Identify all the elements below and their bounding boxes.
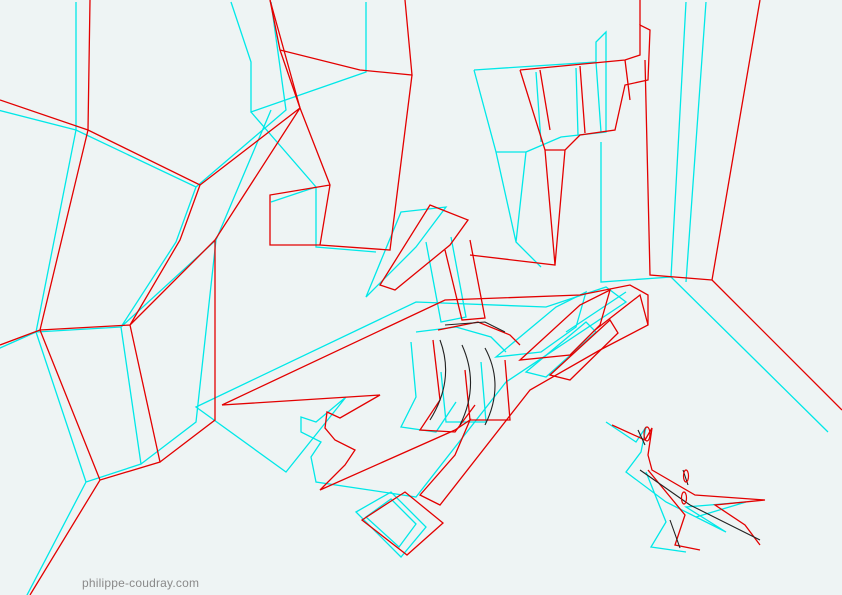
floor-tile xyxy=(360,491,445,556)
floor-slab-outline xyxy=(221,284,649,506)
floor-tile xyxy=(354,491,427,558)
fan-blades xyxy=(518,288,649,381)
lounger-frame xyxy=(365,206,507,433)
bird-figure-dark xyxy=(637,429,761,549)
bird-pin-1 xyxy=(643,426,651,442)
lounger-frame xyxy=(379,204,521,433)
right-wall-outline xyxy=(639,0,842,411)
back-pipe-structure xyxy=(473,30,607,268)
bird-pin-2 xyxy=(682,469,690,483)
bird-figure xyxy=(611,424,766,551)
left-wall-outline xyxy=(0,0,301,595)
overlap-accent-layer xyxy=(429,321,761,549)
curved-chair-ribs xyxy=(429,321,506,426)
credit-text: philippe-coudray.com xyxy=(82,576,200,590)
floor-slab-outline xyxy=(194,286,628,498)
left-wall-outline xyxy=(0,1,287,595)
bird-pin-3 xyxy=(680,491,688,505)
left-wall-upper-blocks xyxy=(87,0,413,251)
back-pipe-structure xyxy=(469,23,651,266)
left-wall-upper-blocks xyxy=(75,1,377,253)
bird-figure xyxy=(605,421,747,553)
right-wall-outline xyxy=(600,1,829,433)
